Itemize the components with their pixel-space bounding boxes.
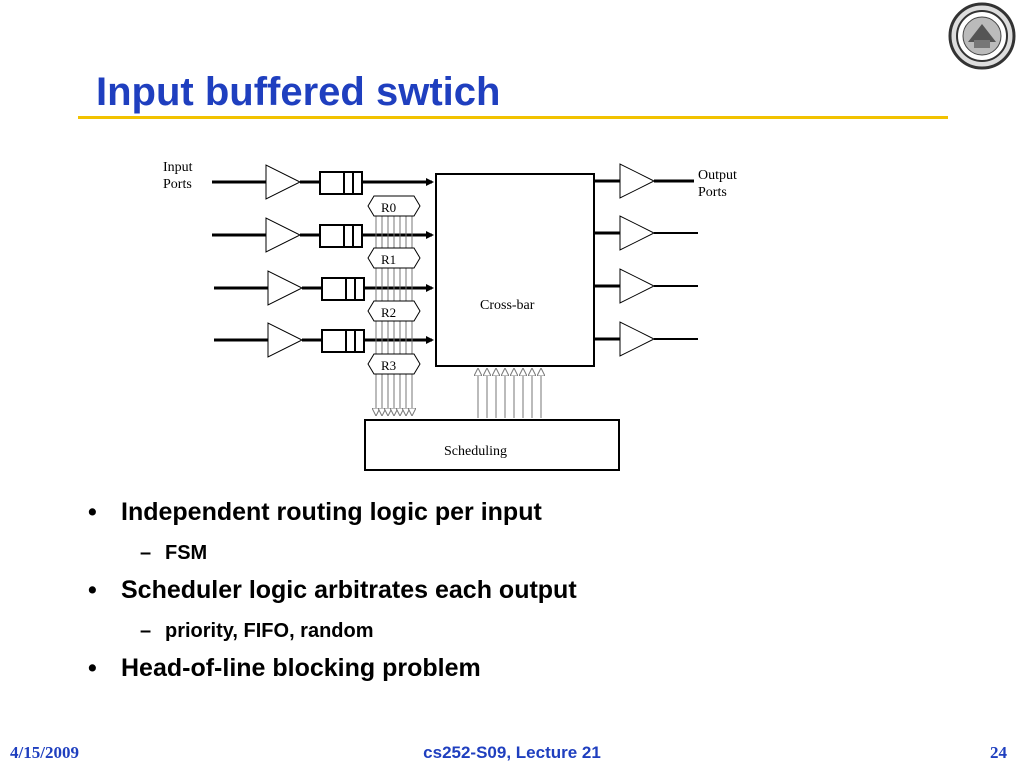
sub-bullet-text: priority, FIFO, random: [165, 620, 374, 642]
bullet-text: Independent routing logic per input: [121, 498, 542, 526]
input-ports-label-1: Input: [163, 160, 193, 175]
bullet-item: •Head-of-line blocking problem: [88, 654, 481, 682]
scheduler-control-lines: [478, 372, 541, 418]
router-r0-label: R0: [381, 200, 396, 215]
bullet-text: Scheduler logic arbitrates each output: [121, 576, 577, 604]
output-lane-2: [594, 268, 698, 304]
crossbar-label: Cross-bar: [480, 298, 535, 313]
bullet-item: •Scheduler logic arbitrates each output: [88, 576, 577, 604]
input-lane-1: [212, 217, 434, 253]
title-underline: [78, 116, 948, 119]
router-r3-label: R3: [381, 358, 396, 373]
university-seal-icon: [948, 2, 1016, 70]
router-r2: R2: [367, 300, 421, 322]
router-r1: R1: [367, 247, 421, 269]
sub-bullet-text: FSM: [165, 542, 208, 564]
sub-bullet-item: –FSM: [140, 542, 208, 564]
input-ports-label-2: Ports: [163, 177, 192, 192]
input-lane-2: [214, 270, 434, 306]
input-buffered-switch-diagram: Input Ports Output Ports: [163, 160, 737, 471]
router-r0: R0: [367, 195, 421, 217]
router-r3: R3: [367, 353, 421, 375]
input-lane-0: [212, 164, 434, 200]
output-ports-label-2: Ports: [698, 185, 727, 200]
sub-bullet-item: –priority, FIFO, random: [140, 620, 374, 642]
scheduler-box: [364, 419, 620, 471]
slide-title: Input buffered swtich: [96, 70, 501, 114]
bullet-text: Head-of-line blocking problem: [121, 654, 481, 682]
output-ports-label-1: Output: [698, 168, 737, 183]
bullet-item: •Independent routing logic per input: [88, 498, 542, 526]
output-lane-3: [594, 321, 698, 357]
router-r1-label: R1: [381, 252, 396, 267]
output-lane-1: [594, 215, 698, 251]
footer-page-number: 24: [990, 743, 1007, 762]
input-lane-3: [214, 322, 434, 358]
footer-date: 4/15/2009: [10, 743, 79, 762]
scheduler-label: Scheduling: [444, 444, 507, 459]
router-r2-label: R2: [381, 305, 396, 320]
crossbar-box: [435, 173, 595, 367]
footer-course: cs252-S09, Lecture 21: [423, 743, 601, 762]
output-lane-0: [594, 163, 694, 199]
